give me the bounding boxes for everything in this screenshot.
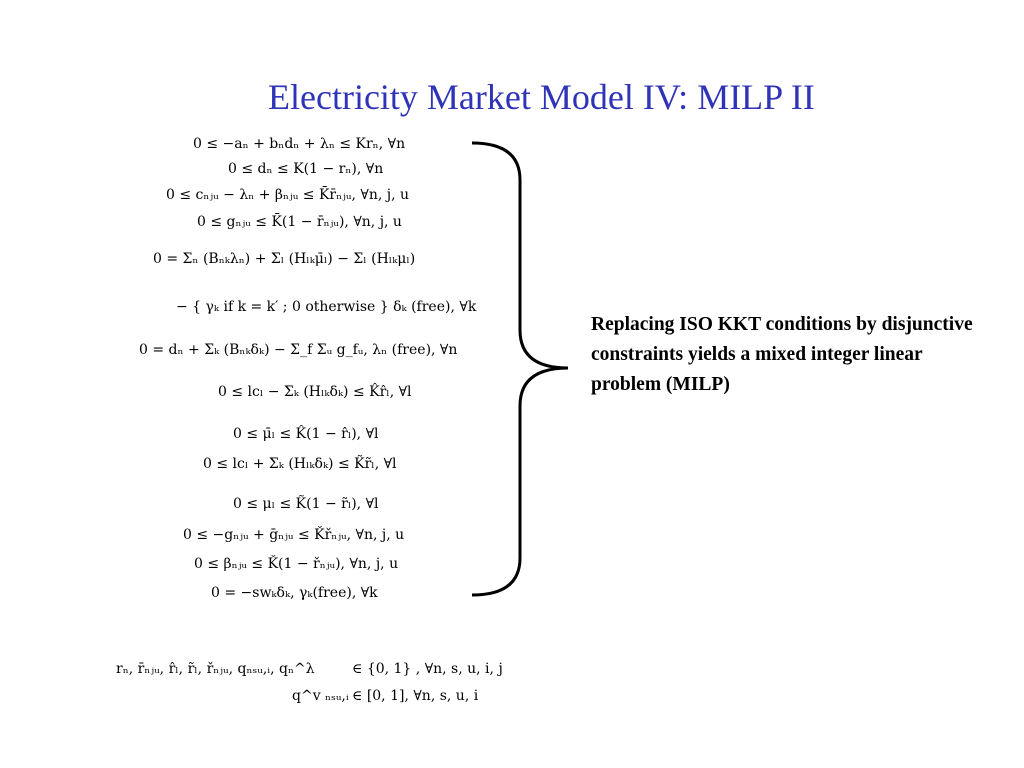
constraint-12: 0 ≤ −gₙⱼᵤ + ḡₙⱼᵤ ≤ Ǩřₙⱼᵤ, ∀n, j, u — [183, 527, 405, 543]
constraint-2: 0 ≤ dₙ ≤ K(1 − rₙ), ∀n — [228, 161, 384, 177]
binary-set-line2: ∈ [0, 1], ∀n, s, u, i — [352, 688, 479, 704]
constraint-4: 0 ≤ gₙⱼᵤ ≤ K̄(1 − r̄ₙⱼᵤ), ∀n, j, u — [197, 214, 402, 230]
constraint-7: 0 = dₙ + Σₖ (Bₙₖδₖ) − Σ_f Σᵤ g_fᵤ, λₙ (f… — [139, 342, 458, 358]
binary-set-line1: ∈ {0, 1} , ∀n, s, u, i, j — [352, 661, 503, 677]
binary-vars-line1: rₙ, r̄ₙⱼᵤ, r̂ₗ, r̃ₗ, řₙⱼᵤ, qₙₛᵤ,ᵢ, qₙ^λ — [116, 661, 315, 677]
constraint-1: 0 ≤ −aₙ + bₙdₙ + λₙ ≤ Krₙ, ∀n — [193, 136, 406, 152]
constraint-11: 0 ≤ μₗ ≤ K̃(1 − r̃ₗ), ∀l — [233, 496, 379, 512]
constraint-3: 0 ≤ cₙⱼᵤ − λₙ + βₙⱼᵤ ≤ K̄r̄ₙⱼᵤ, ∀n, j, u — [166, 187, 409, 203]
binary-vars-line2: q^v ₙₛᵤ,ᵢ — [292, 688, 349, 704]
constraint-8: 0 ≤ lcₗ − Σₖ (Hₗₖδₖ) ≤ K̂r̂ₗ, ∀l — [218, 384, 412, 400]
slide-title: Electricity Market Model IV: MILP II — [268, 77, 815, 117]
constraint-13: 0 ≤ βₙⱼᵤ ≤ Ǩ(1 − řₙⱼᵤ), ∀n, j, u — [194, 556, 399, 572]
explanation-note: Replacing ISO KKT conditions by disjunct… — [591, 314, 973, 395]
constraint-5: 0 = Σₙ (Bₙₖλₙ) + Σₗ (Hₗₖμ̄ₗ) − Σₗ (Hₗₖμₗ… — [153, 251, 416, 267]
constraint-9: 0 ≤ μ̄ₗ ≤ K̂(1 − r̂ₗ), ∀l — [233, 426, 379, 442]
constraint-6: − { γₖ if k = k′ ; 0 otherwise } δₖ (fre… — [176, 299, 477, 315]
constraint-10: 0 ≤ lcₗ + Σₖ (Hₗₖδₖ) ≤ K̃r̃ₗ, ∀l — [203, 456, 397, 472]
constraint-14: 0 = −swₖδₖ, γₖ(free), ∀k — [211, 585, 378, 601]
right-brace — [471, 141, 569, 597]
